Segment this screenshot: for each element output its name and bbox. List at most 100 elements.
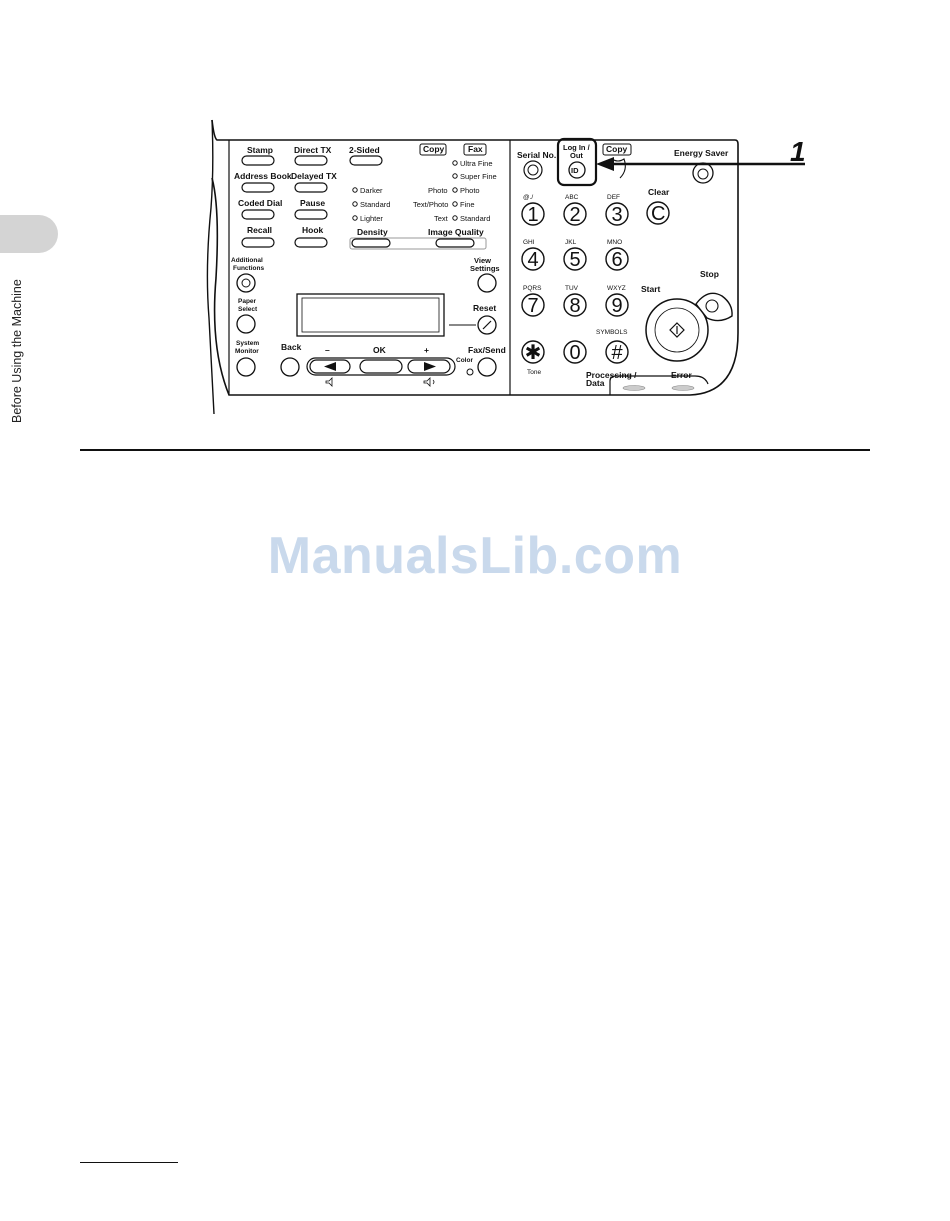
keypad-key-7[interactable] xyxy=(563,293,587,317)
text-photo-label: Text/Photo xyxy=(413,200,448,209)
fax-send-button[interactable] xyxy=(477,357,497,377)
darker-label: Darker xyxy=(360,186,383,195)
keypad-key-8[interactable] xyxy=(605,293,629,317)
clear-key-label: C xyxy=(651,203,665,225)
keypad-digit: 6 xyxy=(611,249,622,271)
volume-down-icon xyxy=(325,377,333,387)
energy-saver-label: Energy Saver xyxy=(674,148,729,158)
right-arrow-icon xyxy=(424,362,436,371)
color-indicator-icon xyxy=(466,368,474,376)
delayed-tx-button[interactable] xyxy=(294,182,328,193)
keypad-key-3[interactable] xyxy=(521,247,545,271)
clear-button[interactable] xyxy=(646,201,670,225)
energy-saver-button[interactable] xyxy=(692,162,714,184)
pause-button[interactable] xyxy=(294,209,328,220)
coded-dial-label: Coded Dial xyxy=(238,198,282,208)
keypad-letters: GHI xyxy=(523,239,535,246)
keypad-key-4[interactable] xyxy=(563,247,587,271)
keypad-letters: TUV xyxy=(565,285,579,292)
error-indicator xyxy=(671,385,695,391)
keypad-digit: 2 xyxy=(569,204,580,226)
back-button[interactable] xyxy=(280,357,300,377)
stop-label: Stop xyxy=(700,269,719,279)
ok-label: OK xyxy=(373,345,387,355)
keypad-key-6[interactable] xyxy=(521,293,545,317)
keypad-key-5[interactable] xyxy=(605,247,629,271)
stamp-label: Stamp xyxy=(247,145,273,155)
keypad-digit: 9 xyxy=(611,295,622,317)
direct-tx-label: Direct TX xyxy=(294,145,332,155)
additional-functions-button[interactable] xyxy=(236,273,256,293)
image-quality-button[interactable] xyxy=(435,238,475,248)
chapter-title: Before Using the Machine xyxy=(10,279,24,423)
keypad-digit: 4 xyxy=(527,249,538,271)
super-fine-label: Super Fine xyxy=(460,172,497,181)
system-monitor-button[interactable] xyxy=(236,357,256,377)
serial-no-button[interactable] xyxy=(523,160,543,180)
chapter-tab xyxy=(0,215,58,253)
footnote-rule xyxy=(80,1162,178,1163)
keypad-letters: WXYZ xyxy=(607,285,626,292)
keypad-key-9[interactable] xyxy=(521,340,545,364)
keypad-letters: ABC xyxy=(565,194,579,201)
callout-number: 1 xyxy=(790,136,806,167)
start-label: Start xyxy=(641,284,661,294)
stamp-button[interactable] xyxy=(241,155,275,166)
fax-tag: Fax xyxy=(468,144,483,154)
view-settings-button[interactable] xyxy=(477,273,497,293)
view-label: View xyxy=(474,256,491,265)
two-sided-button[interactable] xyxy=(349,155,383,166)
keypad-digit: # xyxy=(611,342,623,364)
error-label: Error xyxy=(671,370,692,380)
lighter-label: Lighter xyxy=(360,214,383,223)
stop-button[interactable] xyxy=(695,292,733,322)
recall-button[interactable] xyxy=(241,237,275,248)
direct-tx-button[interactable] xyxy=(294,155,328,166)
recall-label: Recall xyxy=(247,225,272,235)
reset-label: Reset xyxy=(473,303,496,313)
monitor-label: Monitor xyxy=(235,348,259,355)
keypad-key-11[interactable] xyxy=(605,340,629,364)
serial-no-label: Serial No. xyxy=(517,150,556,160)
coded-dial-button[interactable] xyxy=(241,209,275,220)
volume-up-icon xyxy=(423,377,435,387)
density-button[interactable] xyxy=(351,238,391,248)
back-label: Back xyxy=(281,342,302,352)
additional-label: Additional xyxy=(231,257,263,264)
address-book-button[interactable] xyxy=(241,182,275,193)
paper-select-button[interactable] xyxy=(236,314,256,334)
keypad-digit: 8 xyxy=(569,295,580,317)
select-label: Select xyxy=(238,306,258,313)
hook-label: Hook xyxy=(302,225,324,235)
photo-left-label: Photo xyxy=(428,186,448,195)
symbols-label: SYMBOLS xyxy=(596,329,628,336)
hook-button[interactable] xyxy=(294,237,328,248)
log-in-out-button[interactable] xyxy=(568,161,586,179)
keypad-letters: PQRS xyxy=(523,285,542,292)
color-label: Color xyxy=(456,357,473,364)
keypad-digit: 1 xyxy=(527,204,538,226)
functions-label: Functions xyxy=(233,265,264,272)
ultra-fine-label: Ultra Fine xyxy=(460,159,493,168)
out-label: Out xyxy=(570,151,583,160)
standard-right-label: Standard xyxy=(460,214,490,223)
keypad-key-0[interactable] xyxy=(521,202,545,226)
processing-label: Processing / xyxy=(586,370,637,380)
keypad-letters: JKL xyxy=(565,239,577,246)
keypad-key-10[interactable] xyxy=(563,340,587,364)
copy-tag-right: Copy xyxy=(606,144,628,154)
left-arrow-icon xyxy=(324,362,336,371)
log-in-out-highlight xyxy=(556,137,598,187)
fine-label: Fine xyxy=(460,200,475,209)
ok-button[interactable] xyxy=(359,359,403,374)
keypad-digit: 3 xyxy=(611,204,622,226)
address-book-label: Address Book xyxy=(234,171,292,181)
keypad-digit: 5 xyxy=(569,249,580,271)
keypad-letters: DEF xyxy=(607,194,620,201)
fax-send-label: Fax/Send xyxy=(468,345,506,355)
log-in-label: Log In / xyxy=(563,143,591,152)
energy-saver-icon xyxy=(697,168,709,180)
keypad-key-1[interactable] xyxy=(563,202,587,226)
tone-label: Tone xyxy=(527,369,541,376)
keypad-key-2[interactable] xyxy=(605,202,629,226)
